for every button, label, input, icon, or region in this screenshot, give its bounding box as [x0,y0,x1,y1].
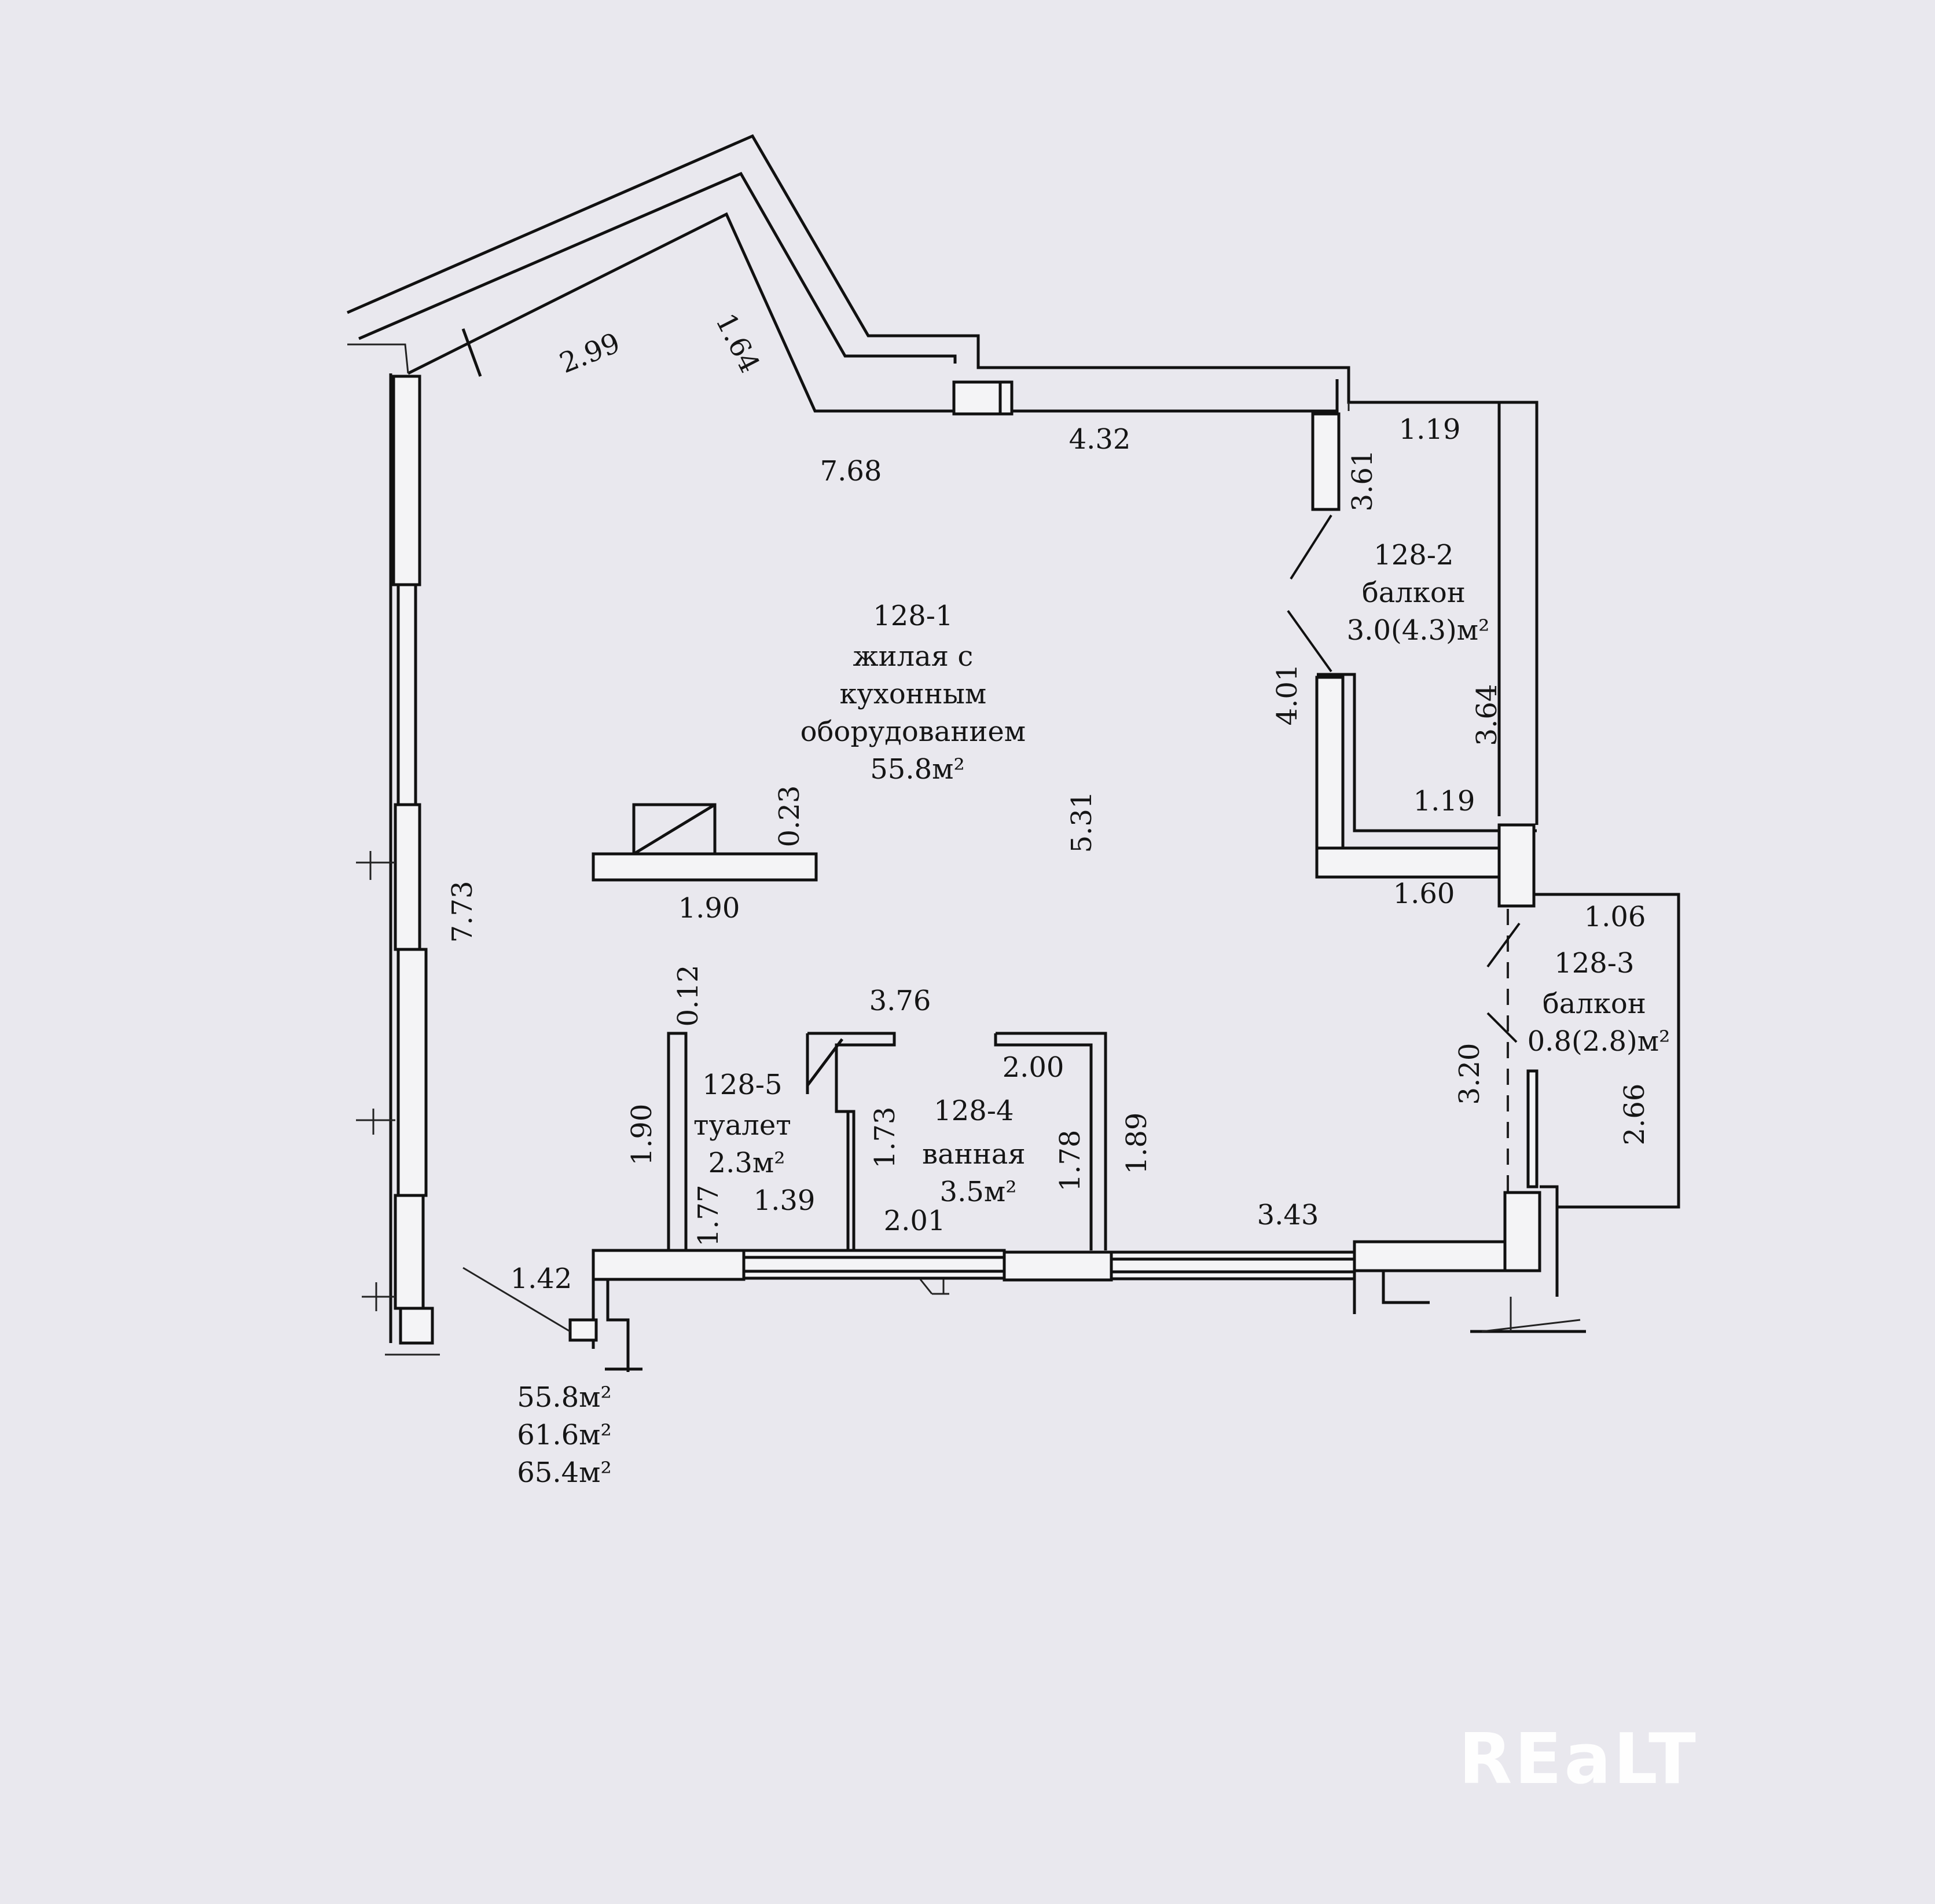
balcony-128-2-walls [1287,401,1537,908]
dim-1-90-h: 1.90 [678,892,740,925]
dim-1-64: 1.64 [709,308,766,378]
dim-3-20: 3.20 [1453,1043,1486,1105]
dim-3-64: 3.64 [1471,684,1503,746]
room-128-5-label: 128-5 туалет 2.3м² [693,1069,800,1179]
balcony-128-3-walls [1470,893,1680,1333]
dimension-labels: 2.99 1.64 7.68 4.32 1.19 3.61 4.01 3.64 … [446,308,1651,1295]
dim-3-43: 3.43 [1257,1199,1319,1231]
total-area-with-balconies: 65.4м² [517,1457,611,1489]
dim-1-19-mid: 1.19 [1413,785,1475,817]
bottom-wall [462,1240,1507,1372]
room-128-3-label: 128-3 балкон 0.8(2.8)м² [1528,947,1670,1058]
room-128-2-label: 128-2 балкон 3.0(4.3)м² [1347,539,1490,647]
room-128-4-label: 128-4 ванная 3.5м² [922,1095,1034,1208]
dim-1-39: 1.39 [754,1184,816,1217]
wet-rooms-walls [667,1032,1107,1250]
dim-5-31: 5.31 [1066,791,1098,853]
dim-2-00: 2.00 [1003,1051,1064,1084]
total-areas: 55.8м² 61.6м² 65.4м² [517,1381,611,1489]
dim-3-61: 3.61 [1346,450,1379,512]
dim-4-32: 4.32 [1069,423,1131,456]
dim-2-01: 2.01 [884,1205,946,1237]
kitchen-counter [592,803,818,882]
dim-2-66: 2.66 [1618,1084,1651,1146]
dim-1-78: 1.78 [1054,1130,1086,1192]
dim-1-89: 1.89 [1121,1113,1153,1175]
dim-2-99: 2.99 [555,326,625,380]
realt-watermark: REaLT [1459,1719,1698,1800]
top-windows [461,328,1341,511]
dim-3-76: 3.76 [869,985,931,1017]
dim-0-12: 0.12 [672,965,704,1027]
room-128-1-label: 128-1 жилая с кухонным оборудованием 55.… [801,600,1035,786]
dim-7-68: 7.68 [820,455,882,487]
dim-7-73: 7.73 [446,881,479,943]
dim-1-60: 1.60 [1393,878,1455,910]
dim-1-42: 1.42 [511,1263,572,1295]
total-area-living: 55.8м² [517,1381,611,1414]
dim-1-90-v: 1.90 [626,1104,658,1166]
dim-1-73: 1.73 [869,1107,901,1169]
room-labels: 128-1 жилая с кухонным оборудованием 55.… [693,539,1670,1208]
left-wall [356,373,440,1356]
total-area-general: 61.6м² [517,1419,611,1451]
dim-1-06: 1.06 [1584,901,1646,933]
dim-0-23: 0.23 [773,786,806,848]
dim-1-77: 1.77 [692,1185,725,1247]
dim-1-19-top: 1.19 [1399,413,1461,446]
dim-4-01: 4.01 [1271,664,1304,726]
